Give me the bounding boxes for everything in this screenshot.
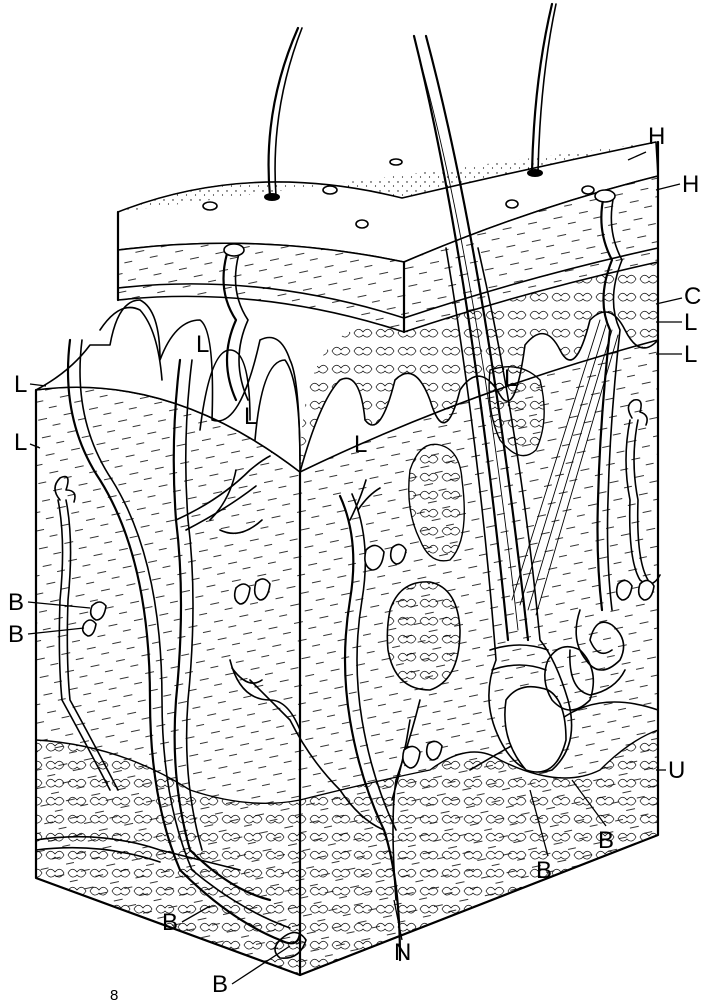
label-L-papilla-4: L xyxy=(504,365,517,392)
label-C: C xyxy=(684,283,701,310)
label-H-second: H xyxy=(682,171,699,198)
label-B-left-1: B xyxy=(8,589,24,616)
label-U: U xyxy=(668,757,685,784)
label-B-bottom-2: B xyxy=(212,971,228,998)
label-L-right-2: L xyxy=(684,341,697,368)
label-L-left-2: L xyxy=(14,429,27,456)
pacinian-corpuscle xyxy=(387,582,460,690)
label-N: N xyxy=(394,939,411,966)
label-L-papilla-3: L xyxy=(354,431,367,458)
label-L-papilla-2: L xyxy=(244,403,257,430)
label-B-follicle-2: B xyxy=(598,827,614,854)
label-L-left-1: L xyxy=(14,371,27,398)
label-B-bottom-1: B xyxy=(162,909,178,936)
page-number: 8 xyxy=(110,987,118,1004)
label-H-top: H xyxy=(648,123,665,150)
label-B-left-2: B xyxy=(8,621,24,648)
label-L-papilla-1: L xyxy=(196,331,209,358)
label-B-follicle-1: B xyxy=(536,857,552,884)
label-L-right-1: L xyxy=(684,309,697,336)
skin-block xyxy=(36,142,658,975)
